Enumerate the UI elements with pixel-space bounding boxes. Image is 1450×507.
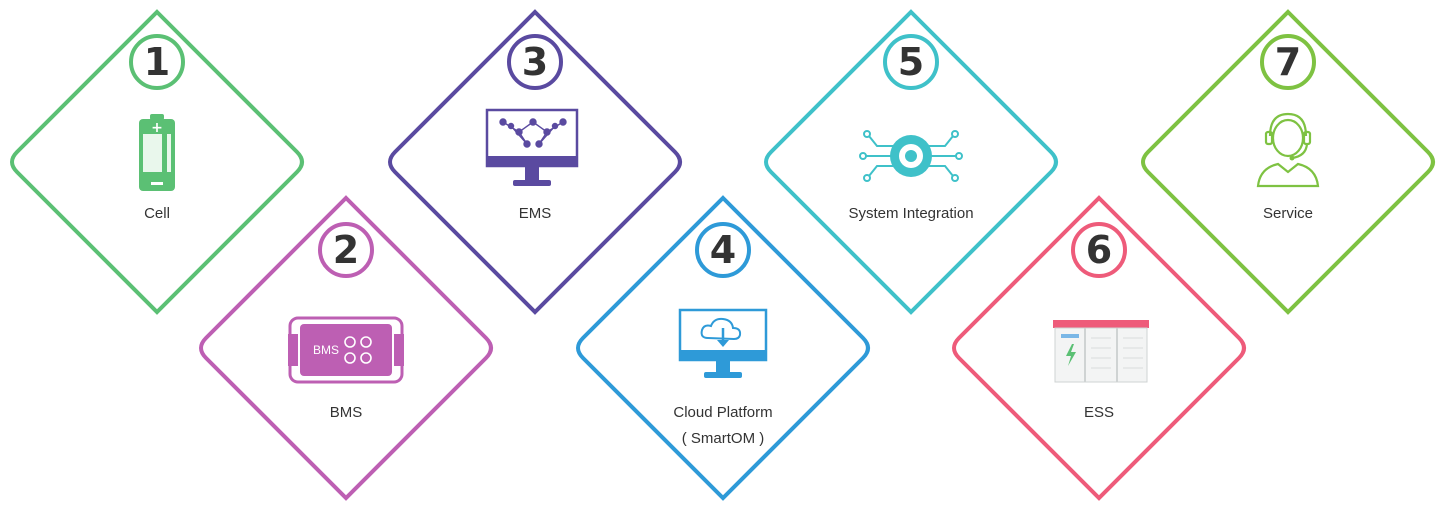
step-number-7: 7 [1260, 34, 1316, 90]
step-frame-7 [1141, 9, 1435, 315]
step-card-6: 6 ESS [949, 195, 1249, 501]
step-frame-4 [576, 195, 870, 501]
svg-text:+: + [151, 120, 163, 136]
cloud-monitor-icon [678, 308, 768, 378]
step-number-6: 6 [1071, 222, 1127, 278]
step-number-1: 1 [129, 34, 185, 90]
network-monitor-icon [485, 108, 579, 186]
step-frame-6 [952, 195, 1246, 501]
step-card-3: 3 EMS [385, 9, 685, 315]
step-number-2: 2 [318, 222, 374, 278]
step-card-1: 1 + Cell [7, 9, 307, 315]
step-number-4: 4 [695, 222, 751, 278]
step-number-3: 3 [507, 34, 563, 90]
step-label-1: Cell [144, 205, 170, 222]
step-label-5: System Integration [848, 205, 974, 222]
step-frame-2 [199, 195, 493, 501]
battery-icon: + [139, 114, 175, 191]
step-frame-1 [10, 9, 304, 315]
step-card-7: 7 Service [1138, 9, 1438, 315]
energy-storage-cabinet-icon [1053, 320, 1149, 383]
step-label-6: ESS [1083, 404, 1114, 421]
circuit-chip-icon [859, 130, 963, 182]
step-sublabel-4: ( SmartOM ) [681, 430, 765, 447]
step-label-7: Service [1262, 205, 1314, 222]
customer-service-icon [1256, 112, 1320, 188]
step-frame-3 [388, 9, 682, 315]
bms-icon-text: BMS [313, 343, 339, 357]
step-label-4: Cloud Platform [673, 404, 773, 421]
step-frame-5 [764, 9, 1058, 315]
step-card-2: 2 BMS BMS [196, 195, 496, 501]
step-label-2: BMS [329, 404, 363, 421]
step-card-5: 5 System Integration [761, 9, 1061, 315]
bms-board-icon: BMS [288, 316, 404, 384]
step-card-4: 4 Cloud Platform ( SmartOM ) [573, 195, 873, 501]
step-number-5: 5 [883, 34, 939, 90]
step-label-3: EMS [518, 205, 552, 222]
